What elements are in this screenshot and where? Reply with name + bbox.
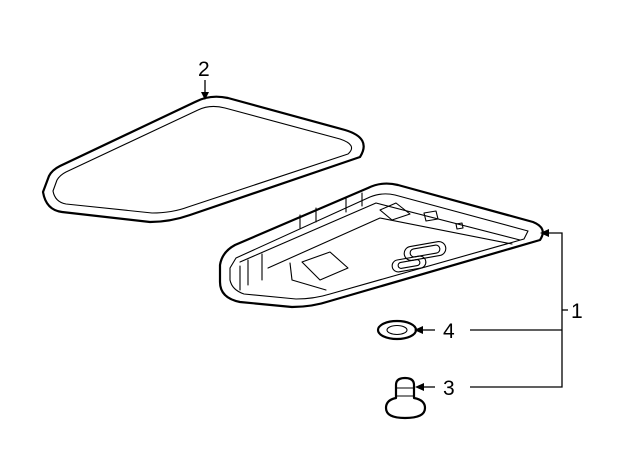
screw-part xyxy=(384,376,427,420)
screw-arrow-icon xyxy=(415,383,424,391)
lens-arrow-icon xyxy=(201,92,209,100)
callout-lens: 2 xyxy=(198,58,210,81)
callout-assembly: 1 xyxy=(571,300,583,323)
callout-screw: 3 xyxy=(443,377,455,400)
gasket-part xyxy=(376,319,418,341)
housing-arrow-icon xyxy=(540,229,549,237)
leader-lines xyxy=(201,80,568,391)
housing-part xyxy=(218,182,544,309)
callout-gasket: 4 xyxy=(443,320,455,343)
lens-part xyxy=(41,95,365,224)
gasket-arrow-icon xyxy=(414,326,423,334)
